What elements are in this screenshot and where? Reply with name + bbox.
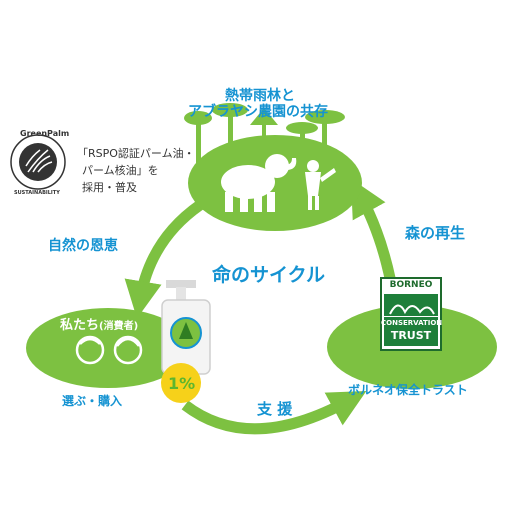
consumer-node — [26, 308, 190, 388]
one-percent-badge — [161, 363, 201, 403]
greenpalm-text: 採用・普及 — [82, 181, 137, 194]
greenpalm-text: 「RSPO認証パーム油・ — [77, 147, 195, 160]
elephant-silhouette — [221, 154, 297, 212]
arrow-bottom — [181, 390, 367, 435]
person-icon — [75, 335, 105, 365]
greenpalm-logo — [10, 134, 66, 190]
bct-logo-line1: CONSERVATION — [381, 319, 443, 327]
rainforest-title: アブラヤシ農園の共存 — [188, 104, 328, 120]
right-arrow-label: 森の再生 — [405, 224, 466, 242]
greenpalm-logo-sub: SUSTAINABILITY — [14, 190, 60, 196]
consumer-title: 私たち(消費者) — [60, 318, 139, 333]
bct-node — [327, 277, 497, 389]
soap-bottle-image — [161, 280, 211, 375]
left-arrow-label: 自然の恩恵 — [48, 238, 118, 254]
bct-logo-top: BORNEO — [389, 280, 433, 290]
bottom-arrow-label: 支 援 — [257, 400, 293, 418]
bct-logo-line2: TRUST — [390, 329, 432, 342]
arrow-left — [124, 200, 204, 319]
farmer-silhouette — [305, 160, 336, 210]
greenpalm-logo-word: GreenPalm — [20, 129, 70, 138]
bct-caption: ボルネオ保全トラスト — [348, 383, 468, 397]
rainforest-title: 熱帯雨林と — [225, 88, 295, 104]
consumer-caption: 選ぶ・購入 — [62, 394, 123, 408]
borneo-conservation-trust-logo — [380, 277, 442, 351]
greenpalm-text: パーム核油」を — [82, 164, 159, 177]
cycle-title: 命のサイクル — [212, 264, 326, 286]
person-icon — [113, 335, 143, 365]
rainforest-node — [184, 103, 362, 231]
badge-percent: 1% — [168, 374, 196, 393]
